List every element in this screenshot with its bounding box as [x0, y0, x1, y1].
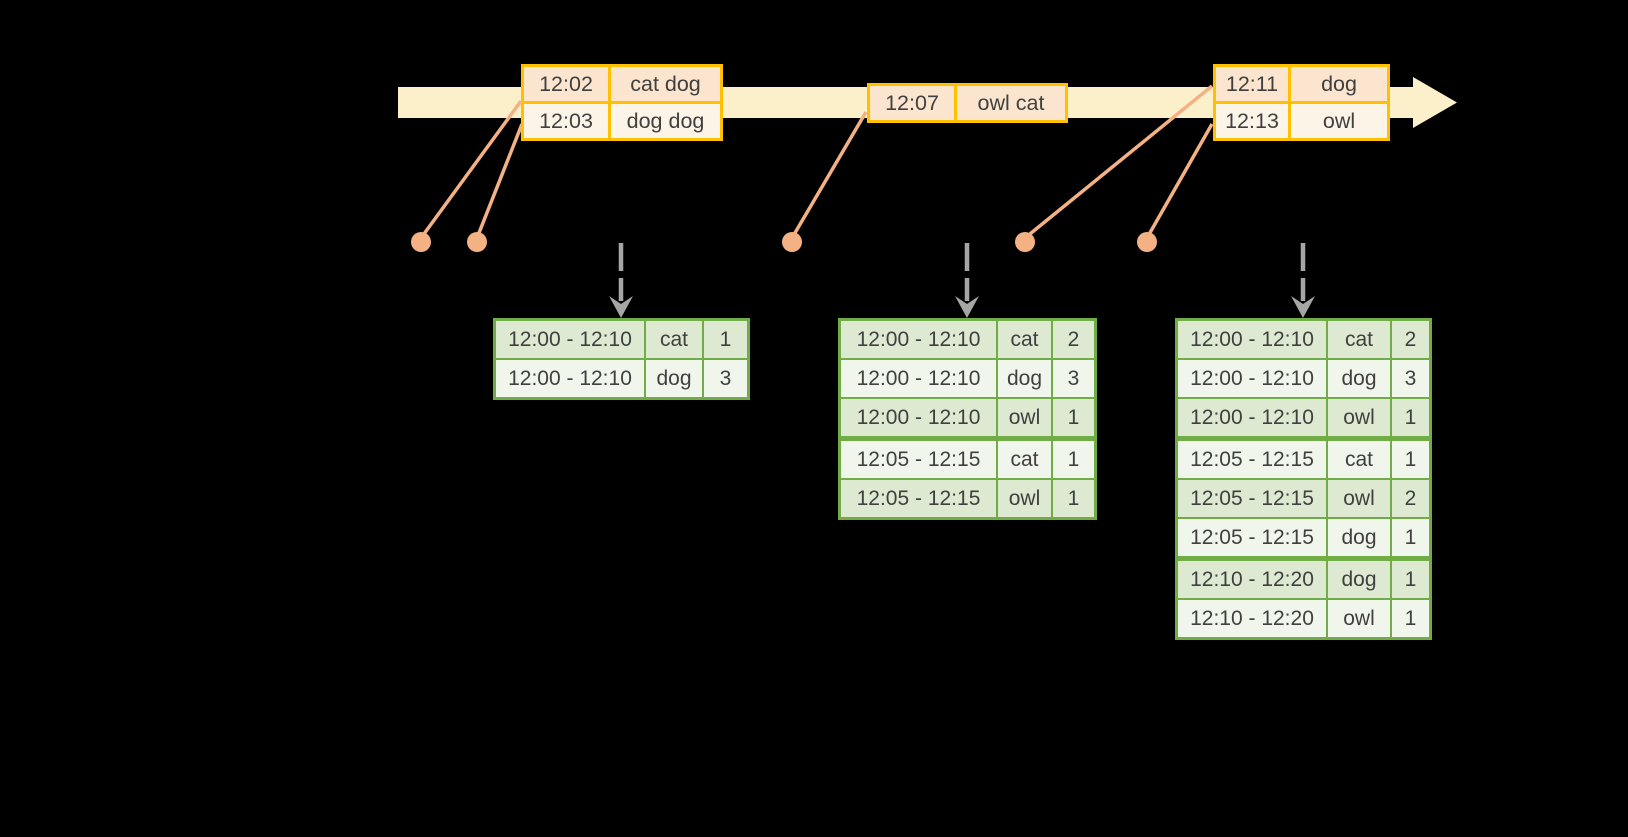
word-cell: dog — [998, 360, 1051, 397]
window-cell: 12:05 - 12:15 — [841, 441, 996, 478]
timeline-arrowhead-icon — [1413, 77, 1457, 128]
event-words-cell: dog dog — [611, 104, 720, 138]
count-cell: 1 — [704, 321, 747, 358]
count-cell: 3 — [1392, 360, 1429, 397]
word-cell: cat — [646, 321, 702, 358]
window-cell: 12:05 - 12:15 — [1178, 480, 1326, 517]
window-cell: 12:00 - 12:10 — [1178, 321, 1326, 358]
count-cell: 3 — [704, 360, 747, 397]
word-cell: dog — [1328, 360, 1390, 397]
count-cell: 1 — [1392, 399, 1429, 436]
window-cell: 12:05 - 12:15 — [1178, 519, 1326, 556]
count-cell: 1 — [1053, 441, 1094, 478]
event-dot — [782, 232, 802, 252]
event-words-cell: dog — [1291, 67, 1387, 101]
trigger-arrowhead-icon — [609, 296, 633, 318]
word-cell: owl — [1328, 480, 1390, 517]
word-cell: owl — [1328, 399, 1390, 436]
event-dot — [1015, 232, 1035, 252]
count-cell: 2 — [1392, 480, 1429, 517]
event-time-cell: 12:13 — [1216, 104, 1288, 138]
window-cell: 12:00 - 12:10 — [841, 360, 996, 397]
window-cell: 12:00 - 12:10 — [1178, 399, 1326, 436]
event-connector-line — [419, 99, 523, 240]
window-cell: 12:10 - 12:20 — [1178, 600, 1326, 637]
count-cell: 2 — [1053, 321, 1094, 358]
window-cell: 12:00 - 12:10 — [496, 360, 644, 397]
trigger-arrow — [1291, 243, 1315, 318]
count-cell: 1 — [1392, 600, 1429, 637]
trigger-arrowhead-icon — [955, 296, 979, 318]
trigger-arrowhead-icon — [1291, 296, 1315, 318]
event-words-cell: cat dog — [611, 67, 720, 101]
event-dot — [1137, 232, 1157, 252]
word-cell: owl — [1328, 600, 1390, 637]
event-connector-line — [1023, 84, 1214, 240]
window-cell: 12:10 - 12:20 — [1178, 561, 1326, 598]
word-cell: cat — [998, 441, 1051, 478]
window-cell: 12:00 - 12:10 — [841, 321, 996, 358]
event-words-cell: owl cat — [957, 86, 1065, 120]
event-connector-line — [475, 123, 524, 239]
event-time-cell: 12:11 — [1216, 67, 1288, 101]
word-cell: cat — [998, 321, 1051, 358]
window-cell: 12:00 - 12:10 — [496, 321, 644, 358]
event-time-cell: 12:07 — [870, 86, 954, 120]
event-words-cell: owl — [1291, 104, 1387, 138]
word-cell: cat — [1328, 321, 1390, 358]
count-cell: 3 — [1053, 360, 1094, 397]
window-cell: 12:05 - 12:15 — [1178, 441, 1326, 478]
count-cell: 1 — [1392, 561, 1429, 598]
word-cell: dog — [646, 360, 702, 397]
count-cell: 1 — [1392, 441, 1429, 478]
window-cell: 12:00 - 12:10 — [1178, 360, 1326, 397]
event-dot — [467, 232, 487, 252]
count-cell: 1 — [1053, 399, 1094, 436]
window-cell: 12:00 - 12:10 — [841, 399, 996, 436]
window-cell: 12:05 - 12:15 — [841, 480, 996, 517]
word-cell: owl — [998, 480, 1051, 517]
word-cell: owl — [998, 399, 1051, 436]
event-dot — [411, 232, 431, 252]
count-cell: 2 — [1392, 321, 1429, 358]
event-connector-line — [790, 111, 868, 239]
count-cell: 1 — [1053, 480, 1094, 517]
trigger-arrow — [955, 243, 979, 318]
word-cell: dog — [1328, 519, 1390, 556]
event-connector-line — [1145, 123, 1214, 239]
count-cell: 1 — [1392, 519, 1429, 556]
word-cell: dog — [1328, 561, 1390, 598]
event-time-cell: 12:03 — [524, 104, 608, 138]
word-cell: cat — [1328, 441, 1390, 478]
trigger-arrow — [609, 243, 633, 318]
event-time-cell: 12:02 — [524, 67, 608, 101]
